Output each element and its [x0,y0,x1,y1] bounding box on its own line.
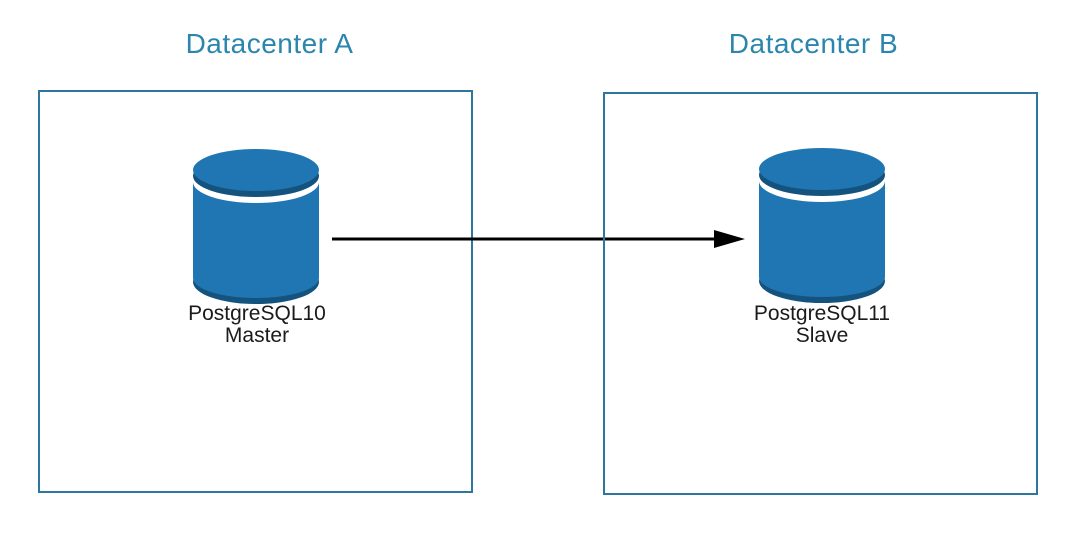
datacenter-a-box [38,90,473,493]
database-a-name: PostgreSQL10 [188,302,326,325]
datacenter-b-box [603,92,1038,495]
database-b-name: PostgreSQL11 [753,302,891,325]
replication-arrow [332,230,745,248]
database-a-role: Master [224,324,290,347]
database-icon [193,149,319,304]
database-b-role: Slave [795,324,849,347]
datacenter-a-title: Datacenter A [185,28,354,59]
database-icon [759,148,885,303]
database-b-label: PostgreSQL11 Slave [692,303,952,347]
datacenter-b-title: Datacenter B [728,28,899,59]
database-a-label: PostgreSQL10 Master [127,303,387,347]
